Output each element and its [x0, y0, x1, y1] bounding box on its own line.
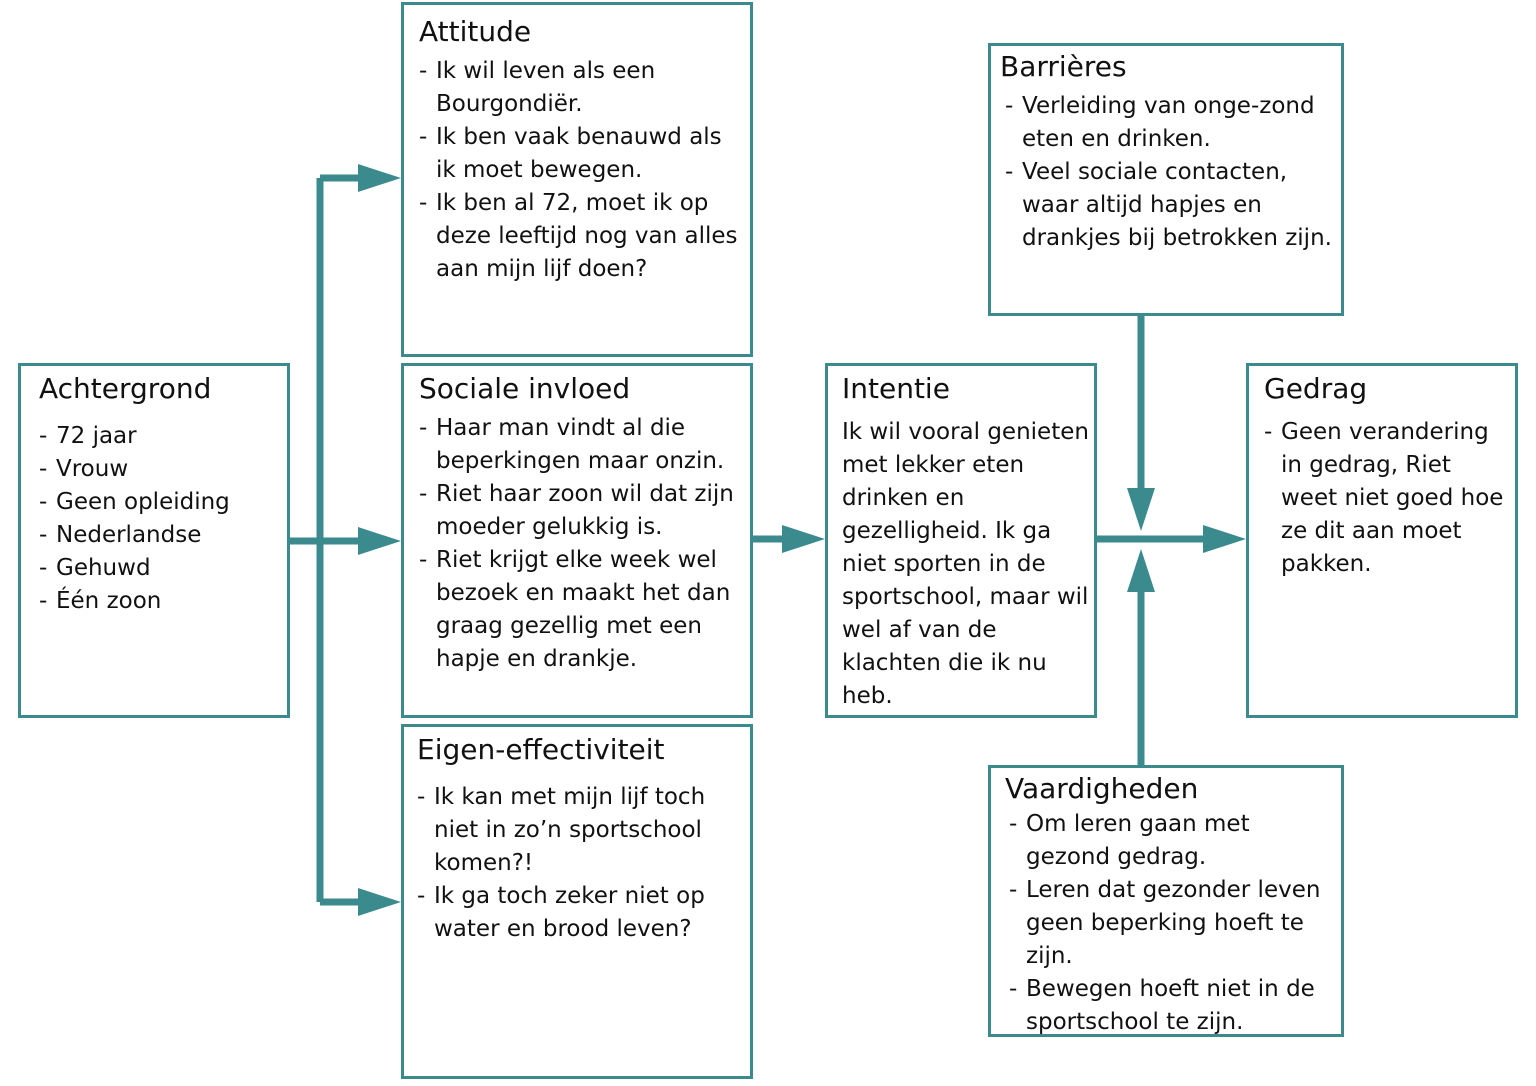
sociale-invloed-item: Riet haar zoon wil dat zijn moeder geluk… — [419, 478, 744, 544]
intentie-text: Ik wil vooral genieten met lekker eten d… — [842, 419, 1089, 709]
arrowhead-sociale — [358, 527, 401, 555]
barrieres-title: Barrières — [1000, 50, 1127, 83]
attitude-item: Ik ben al 72, moet ik op deze leeftijd n… — [419, 187, 740, 286]
arrowhead-barrieres — [1127, 488, 1155, 531]
barrieres-item: Veel sociale contacten, waar altijd hapj… — [1005, 156, 1333, 255]
achtergrond-item: Één zoon — [39, 585, 273, 618]
vaardigheden-item: Om leren gaan met gezond gedrag. — [1009, 808, 1333, 874]
eigen-effectiviteit-list: Ik kan met mijn lijf toch niet in zo’n s… — [417, 781, 742, 946]
arrowhead-vaardigheden — [1127, 549, 1155, 592]
achtergrond-item: Geen opleiding — [39, 486, 273, 519]
attitude-item: Ik wil leven als een Bourgondiër. — [419, 55, 740, 121]
eigen-effectiviteit-item: Ik kan met mijn lijf toch niet in zo’n s… — [417, 781, 742, 880]
eigen-effectiviteit-title: Eigen-effectiviteit — [417, 733, 665, 766]
achtergrond-item: 72 jaar — [39, 420, 273, 453]
achtergrond-box: Achtergrond 72 jaar Vrouw Geen opleiding… — [18, 363, 290, 718]
achtergrond-list: 72 jaar Vrouw Geen opleiding Nederlandse… — [39, 420, 273, 618]
arrowhead-gedrag — [1203, 525, 1246, 553]
sociale-invloed-list: Haar man vindt al die beperkingen maar o… — [419, 412, 744, 676]
gedrag-title: Gedrag — [1264, 372, 1368, 405]
sociale-invloed-item: Riet krijgt elke week wel bezoek en maak… — [419, 544, 744, 676]
achtergrond-item: Vrouw — [39, 453, 273, 486]
vaardigheden-title: Vaardigheden — [1005, 772, 1199, 805]
attitude-title: Attitude — [419, 15, 532, 48]
vaardigheden-box: Vaardigheden Om leren gaan met gezond ge… — [988, 765, 1344, 1037]
sociale-invloed-box: Sociale invloed Haar man vindt al die be… — [401, 363, 753, 718]
arrowhead-eigen — [358, 888, 401, 916]
gedrag-list: Geen verandering in gedrag, Riet weet ni… — [1264, 416, 1505, 581]
barrieres-box: Barrières Verleiding van onge-zond eten … — [988, 43, 1344, 316]
barrieres-list: Verleiding van onge-zond eten en drinken… — [1000, 90, 1333, 255]
arrowhead-intentie — [782, 525, 825, 553]
achtergrond-title: Achtergrond — [39, 372, 212, 405]
sociale-invloed-item: Haar man vindt al die beperkingen maar o… — [419, 412, 744, 478]
gedrag-item: Geen verandering in gedrag, Riet weet ni… — [1264, 416, 1505, 581]
intentie-title: Intentie — [842, 372, 950, 405]
arrowhead-attitude — [358, 164, 401, 192]
barrieres-item: Verleiding van onge-zond eten en drinken… — [1005, 90, 1333, 156]
vaardigheden-item: Bewegen hoeft niet in de sportschool te … — [1009, 973, 1333, 1034]
intentie-box: Intentie Ik wil vooral genieten met lekk… — [825, 363, 1097, 718]
vaardigheden-list: Om leren gaan met gezond gedrag. Leren d… — [1005, 808, 1333, 1034]
vaardigheden-item: Leren dat gezonder leven geen beperking … — [1009, 874, 1333, 973]
eigen-effectiviteit-item: Ik ga toch zeker niet op water en brood … — [417, 880, 742, 946]
attitude-item: Ik ben vaak benauwd als ik moet bewegen. — [419, 121, 740, 187]
achtergrond-item: Nederlandse — [39, 519, 273, 552]
gedrag-box: Gedrag Geen verandering in gedrag, Riet … — [1246, 363, 1518, 718]
attitude-box: Attitude Ik wil leven als een Bourgondië… — [401, 2, 753, 357]
attitude-list: Ik wil leven als een Bourgondiër. Ik ben… — [419, 55, 740, 286]
sociale-invloed-title: Sociale invloed — [419, 372, 631, 405]
achtergrond-item: Gehuwd — [39, 552, 273, 585]
eigen-effectiviteit-box: Eigen-effectiviteit Ik kan met mijn lijf… — [401, 724, 753, 1079]
